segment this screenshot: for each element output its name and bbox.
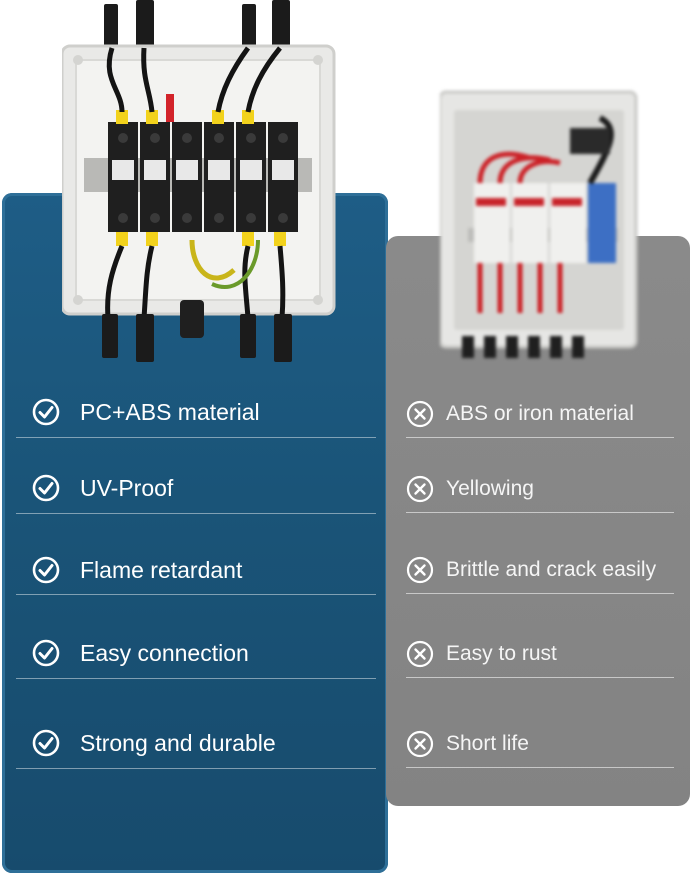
check-circle-icon bbox=[32, 556, 60, 584]
divider bbox=[406, 593, 674, 594]
drawback-item-yellowing: Yellowing bbox=[406, 475, 534, 503]
feature-label: UV-Proof bbox=[80, 474, 174, 501]
feature-label: Easy connection bbox=[80, 639, 249, 666]
divider bbox=[406, 677, 674, 678]
divider bbox=[406, 437, 674, 438]
x-circle-icon bbox=[406, 730, 434, 758]
other-combiner-box-image bbox=[440, 90, 638, 358]
drawback-item-material: ABS or iron material bbox=[406, 400, 634, 428]
drawback-label: Short life bbox=[446, 732, 529, 755]
drawback-label: Brittle and crack easily bbox=[446, 558, 657, 581]
divider bbox=[16, 513, 376, 514]
feature-label: PC+ABS material bbox=[80, 398, 260, 425]
divider bbox=[406, 512, 674, 513]
feature-item-easy-connection: Easy connection bbox=[32, 639, 249, 667]
feature-item-uv-proof: UV-Proof bbox=[32, 474, 173, 502]
check-circle-icon bbox=[32, 729, 60, 757]
x-circle-icon bbox=[406, 556, 434, 584]
drawback-label: Yellowing bbox=[446, 477, 534, 500]
drawback-item-short-life: Short life bbox=[406, 730, 529, 758]
feature-item-flame-retardant: Flame retardant bbox=[32, 556, 242, 584]
divider bbox=[16, 437, 376, 438]
x-circle-icon bbox=[406, 475, 434, 503]
divider bbox=[16, 678, 376, 679]
drawback-label: ABS or iron material bbox=[446, 402, 634, 425]
check-circle-icon bbox=[32, 639, 60, 667]
feature-label: Flame retardant bbox=[80, 556, 243, 583]
feature-label: Strong and durable bbox=[80, 729, 276, 756]
divider bbox=[16, 768, 376, 769]
x-circle-icon bbox=[406, 640, 434, 668]
drawback-item-rust: Easy to rust bbox=[406, 640, 557, 668]
combiner-box-image bbox=[62, 0, 336, 362]
divider bbox=[406, 767, 674, 768]
drawback-item-brittle: Brittle and crack easily bbox=[406, 556, 656, 584]
check-circle-icon bbox=[32, 398, 60, 426]
divider bbox=[16, 594, 376, 595]
check-circle-icon bbox=[32, 474, 60, 502]
feature-item-pc-abs: PC+ABS material bbox=[32, 398, 260, 426]
feature-item-strong-durable: Strong and durable bbox=[32, 729, 276, 757]
drawback-label: Easy to rust bbox=[446, 642, 557, 665]
x-circle-icon bbox=[406, 400, 434, 428]
